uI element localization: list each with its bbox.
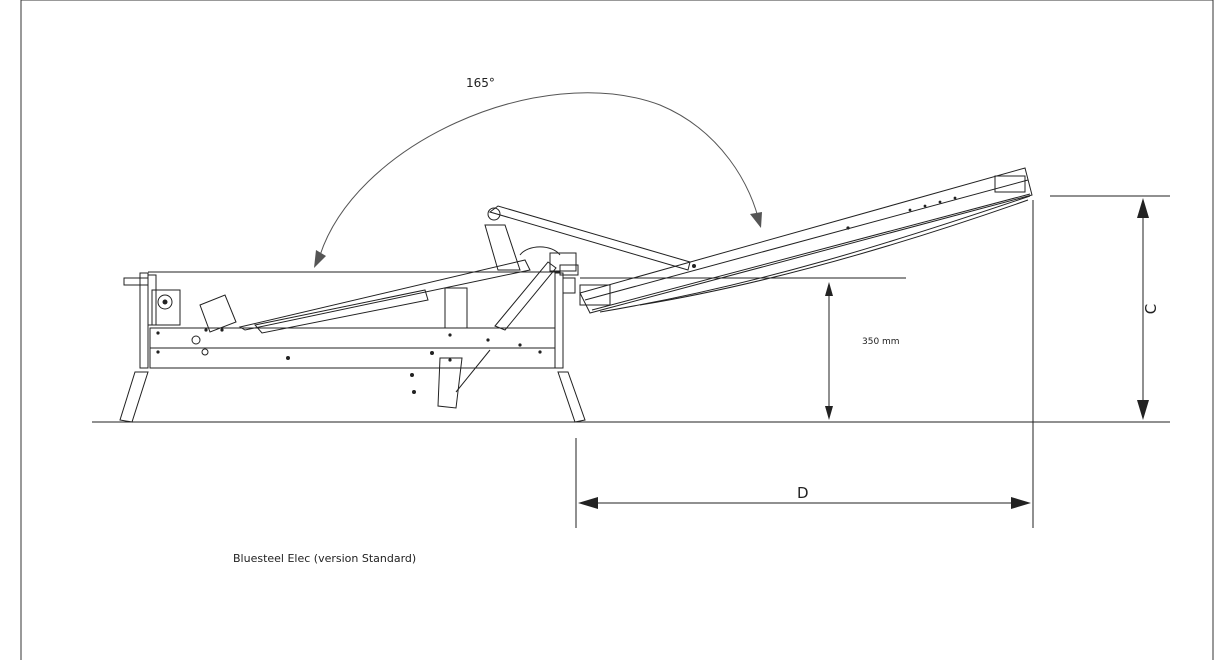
height-dimension [580,277,906,410]
d-dimension-label: D [797,484,809,502]
height-arrow-bottom [825,406,833,420]
bed-base [119,264,586,423]
d-arrow-right [1011,497,1031,509]
angle-label: 165° [466,76,495,90]
arc-arrowhead-left [314,250,326,268]
c-arrow-top [1137,198,1149,218]
lift-mechanism [238,205,691,334]
c-arrow-bottom [1137,400,1149,420]
tilted-panel [579,167,1033,314]
bolt-holes [156,196,957,394]
d-dimension [575,200,1034,528]
product-caption: Bluesteel Elec (version Standard) [233,552,417,565]
arc-arrowhead-right [750,212,762,228]
height-dimension-label: 350 mm [862,337,900,347]
c-dimension [1050,195,1170,406]
height-arrow-top [825,282,833,296]
rotation-arc [317,92,761,263]
drawing-border [20,0,1214,660]
c-dimension-label: C [1142,303,1161,315]
d-arrow-left [578,497,598,509]
